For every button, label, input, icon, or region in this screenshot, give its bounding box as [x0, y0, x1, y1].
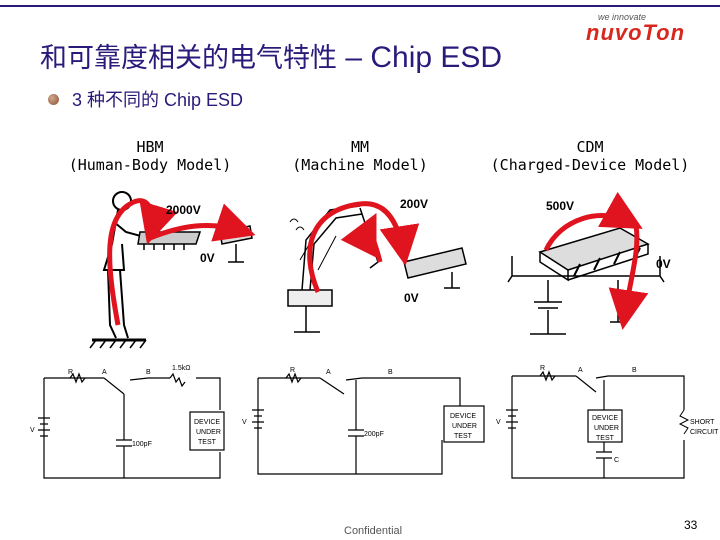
- confidential-label: Confidential: [344, 525, 403, 537]
- nuvoton-logo: nuvoTon: [586, 20, 686, 45]
- cdm-circuit-schematic: [506, 370, 690, 479]
- mm-circuit-v: V: [242, 419, 247, 426]
- page-title: 和可靠度相关的电气特性 – Chip ESD: [40, 36, 502, 75]
- hbm-circuit-a: A: [102, 369, 107, 376]
- cdm-fullname: (Charged-Device Model): [490, 156, 690, 174]
- mm-dut-1: DEVICE: [450, 413, 476, 420]
- title-zh: 和可靠度相关的电气特性: [40, 43, 337, 74]
- cdm-high-voltage: 500V: [546, 199, 574, 213]
- mm-discharge-arrow: [307, 201, 420, 293]
- mm-high-voltage: 200V: [400, 197, 428, 211]
- hbm-circuit-b: B: [146, 369, 151, 376]
- mm-circuit-r: R: [290, 367, 295, 374]
- title-en: – Chip ESD: [337, 41, 503, 74]
- mm-circuit-schematic: [252, 372, 485, 475]
- mm-header: MM (Machine Model): [270, 138, 450, 174]
- hbm-circuit-r2: 1.5kΩ: [172, 365, 190, 372]
- hbm-name: HBM: [136, 138, 164, 156]
- mm-circuit-c: 200pF: [364, 431, 384, 438]
- cdm-circuit-a: A: [578, 367, 583, 374]
- cdm-short-1: SHORT: [690, 419, 715, 426]
- bullet-zh: 种不同的: [87, 90, 160, 111]
- mm-dut-2: UNDER: [452, 423, 477, 430]
- cdm-dut-3: TEST: [596, 435, 615, 442]
- hbm-circuit-schematic: [38, 372, 225, 479]
- logo-tagline: we innovate: [598, 12, 647, 22]
- mm-circuit-a: A: [326, 369, 331, 376]
- bullet-en: Chip ESD: [159, 90, 244, 110]
- hbm-circuit-v: V: [30, 427, 35, 434]
- hbm-dut-1: DEVICE: [194, 419, 220, 426]
- mm-discharge-arrow-2: [340, 213, 383, 263]
- mm-low-voltage: 0V: [404, 291, 419, 305]
- page-number: 33: [684, 518, 698, 532]
- cdm-discharge-arrow: [543, 191, 643, 252]
- mm-dut-3: TEST: [454, 433, 473, 440]
- cdm-name: CDM: [576, 138, 604, 156]
- mm-name: MM: [350, 138, 370, 156]
- bullet-icon: [48, 94, 59, 105]
- hbm-high-voltage: 2000V: [166, 203, 201, 217]
- cdm-discharge-arrow-2: [608, 225, 649, 330]
- hbm-discharge-arrow-2: [149, 203, 256, 242]
- cdm-header: CDM (Charged-Device Model): [470, 138, 710, 174]
- hbm-circuit-r: R: [68, 369, 73, 376]
- hbm-circuit-c: 100pF: [132, 441, 152, 448]
- cdm-dut-1: DEVICE: [592, 415, 618, 422]
- mm-fullname: (Machine Model): [292, 156, 428, 174]
- cdm-short-2: CIRCUIT: [690, 429, 719, 436]
- hbm-dut-3: TEST: [198, 439, 217, 446]
- bullet-text: 3 种不同的 Chip ESD: [72, 86, 243, 112]
- hbm-header: HBM (Human-Body Model): [50, 138, 250, 174]
- mm-circuit-b: B: [388, 369, 393, 376]
- hbm-low-voltage: 0V: [200, 251, 215, 265]
- cdm-circuit-r: R: [540, 365, 545, 372]
- bullet-number: 3: [72, 90, 88, 110]
- cdm-circuit-v: V: [496, 419, 501, 426]
- cdm-low-voltage: 0V: [656, 257, 671, 271]
- hbm-discharge-arrow: [107, 198, 178, 326]
- cdm-package-illustration: [507, 227, 665, 335]
- mm-robot-illustration: [287, 205, 467, 333]
- cdm-dut-2: UNDER: [594, 425, 619, 432]
- hbm-dut-2: UNDER: [196, 429, 221, 436]
- cdm-circuit-c: C: [614, 457, 619, 464]
- cdm-circuit-b: B: [632, 367, 637, 374]
- hbm-fullname: (Human-Body Model): [68, 156, 232, 174]
